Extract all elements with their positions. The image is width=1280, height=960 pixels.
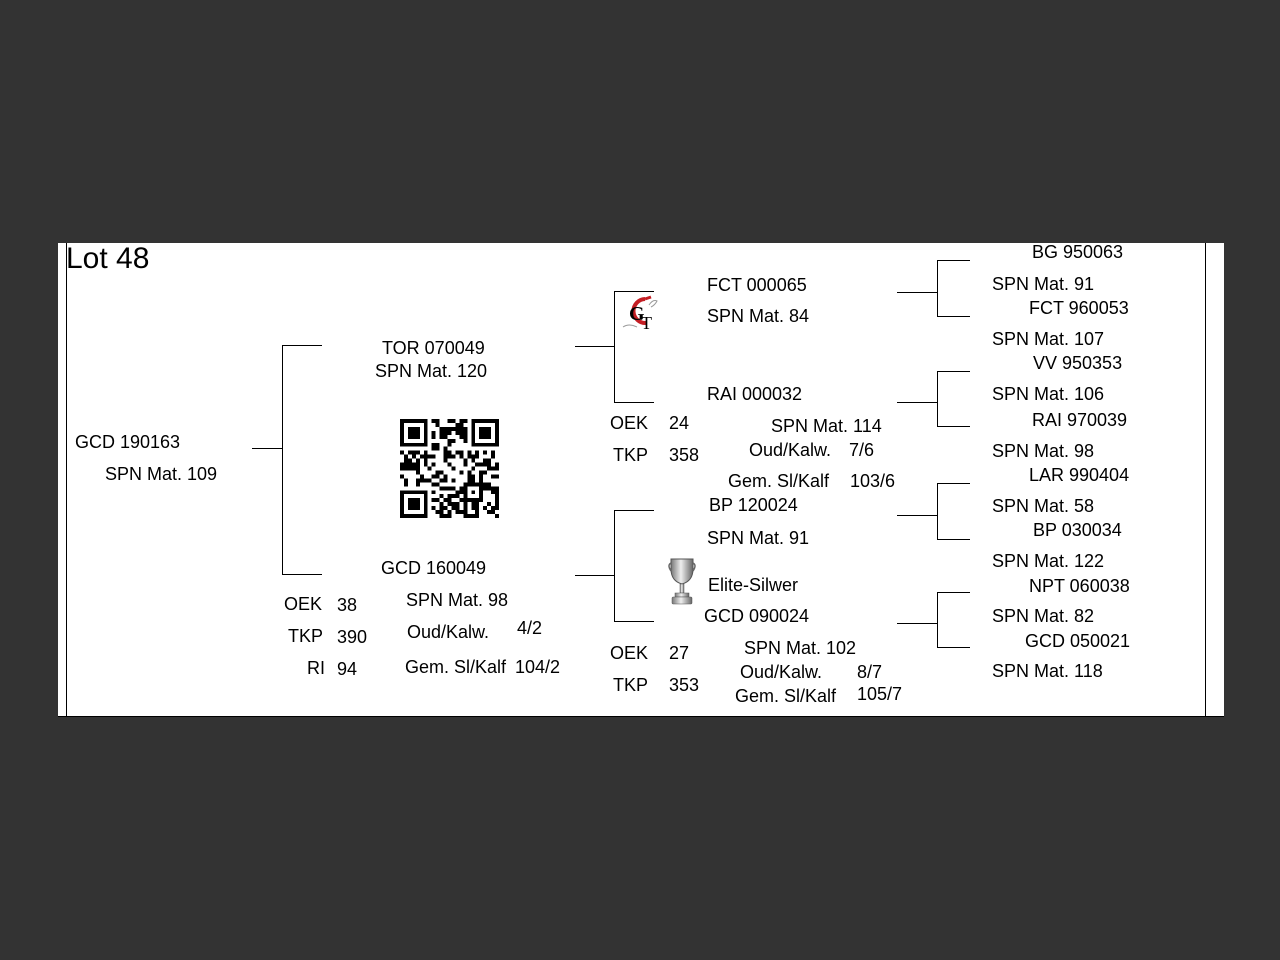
gen3-id: BP 030034 [1033, 520, 1122, 540]
gen3-id: LAR 990404 [1029, 465, 1130, 485]
dam-oek-label: OEK [284, 594, 323, 614]
sire-sire-spn: SPN Mat. 84 [707, 306, 810, 326]
connector-line [282, 345, 322, 346]
dam-sire-spn: SPN Mat. 91 [707, 528, 810, 548]
dam-sire-id: BP 120024 [709, 495, 798, 515]
connector-line [937, 592, 970, 593]
dam-dam-oud-value: 8/7 [857, 662, 883, 682]
connector-line [614, 402, 654, 403]
connector-line [252, 448, 283, 449]
dam-tkp-label: TKP [288, 626, 324, 646]
dam-dam-gem-label: Gem. Sl/Kalf [735, 686, 837, 706]
dam-dam-gem-value: 105/7 [857, 684, 903, 704]
sire-dam-oud-label: Oud/Kalw. [749, 440, 832, 460]
dam-sire-award: Elite-Silwer [708, 575, 799, 595]
dam-gem-value: 104/2 [515, 657, 561, 677]
connector-line [575, 575, 615, 576]
sire-dam-gem-label: Gem. Sl/Kalf [728, 471, 830, 491]
gen3-id: RAI 970039 [1032, 410, 1128, 430]
sire-dam-id: RAI 000032 [707, 384, 803, 404]
sire-spn: SPN Mat. 120 [375, 361, 488, 381]
gen3-spn: SPN Mat. 107 [992, 329, 1105, 349]
connector-line [937, 647, 970, 648]
sire-dam-oud-value: 7/6 [849, 440, 875, 460]
sire-id: TOR 070049 [382, 338, 485, 358]
gen3-spn: SPN Mat. 122 [992, 551, 1105, 571]
lot-title: Lot 48 [66, 243, 150, 275]
connector-line [937, 260, 938, 317]
connector-line [614, 621, 654, 622]
gen3-spn: SPN Mat. 106 [992, 384, 1105, 404]
connector-line [937, 483, 970, 484]
gen3-spn: SPN Mat. 98 [992, 441, 1095, 461]
dam-dam-id: GCD 090024 [704, 606, 810, 626]
dam-spn: SPN Mat. 98 [406, 590, 509, 610]
connector-line [614, 291, 654, 292]
connector-line [937, 592, 938, 648]
gen3-id: VV 950353 [1033, 353, 1123, 373]
sire-dam-tkp-label: TKP [613, 445, 649, 465]
dam-dam-oud-label: Oud/Kalw. [740, 662, 823, 682]
animal-spn: SPN Mat. 109 [105, 464, 218, 484]
sire-dam-oek-label: OEK [610, 413, 649, 433]
connector-line [897, 623, 938, 624]
gen3-spn: SPN Mat. 58 [992, 496, 1095, 516]
sire-dam-spn: SPN Mat. 114 [771, 416, 882, 436]
qr-code-icon [400, 419, 499, 518]
dam-dam-tkp-label: TKP [613, 675, 649, 695]
connector-line [897, 292, 938, 293]
connector-line [937, 426, 970, 427]
trophy-icon [668, 558, 696, 605]
gen3-spn: SPN Mat. 91 [992, 274, 1095, 294]
gen3-id: FCT 960053 [1029, 298, 1129, 318]
right-border-line [1205, 243, 1206, 717]
pedigree-sheet: Lot 48 GCD 190163 SPN Mat. 109 TOR 07004… [58, 243, 1224, 717]
svg-text:T: T [641, 313, 652, 333]
connector-line [614, 291, 615, 403]
dam-tkp-value: 390 [337, 627, 368, 647]
dam-oud-label: Oud/Kalw. [407, 622, 490, 642]
gen3-id: NPT 060038 [1029, 576, 1130, 596]
bottom-border-line [58, 716, 1224, 717]
animal-id: GCD 190163 [75, 432, 181, 452]
sire-dam-oek-value: 24 [669, 413, 690, 433]
sire-sire-id: FCT 000065 [707, 275, 807, 295]
dam-dam-oek-label: OEK [610, 643, 649, 663]
connector-line [937, 371, 938, 427]
dam-ri-value: 94 [337, 659, 358, 679]
dam-id: GCD 160049 [381, 558, 487, 578]
connector-line [614, 510, 615, 622]
gt-logo-icon: G T [622, 295, 658, 333]
connector-line [937, 483, 938, 540]
gen3-spn: SPN Mat. 118 [992, 661, 1103, 681]
dam-oek-value: 38 [337, 595, 358, 615]
gen3-id: GCD 050021 [1025, 631, 1131, 651]
connector-line [897, 515, 938, 516]
sire-dam-tkp-value: 358 [669, 445, 700, 465]
connector-line [897, 402, 938, 403]
svg-text:G: G [629, 303, 645, 325]
connector-line [614, 510, 654, 511]
connector-line [937, 260, 970, 261]
sire-dam-gem-value: 103/6 [850, 471, 896, 491]
dam-gem-label: Gem. Sl/Kalf [405, 657, 507, 677]
connector-line [937, 316, 970, 317]
dam-dam-spn: SPN Mat. 102 [744, 638, 857, 658]
gen3-spn: SPN Mat. 82 [992, 606, 1095, 626]
dam-ri-label: RI [307, 658, 325, 678]
connector-line [575, 346, 615, 347]
dam-oud-value: 4/2 [517, 618, 543, 638]
connector-line [937, 539, 970, 540]
dam-dam-oek-value: 27 [669, 643, 690, 663]
dam-dam-tkp-value: 353 [669, 675, 700, 695]
gen3-id: BG 950063 [1032, 243, 1124, 262]
left-border-line [66, 243, 67, 717]
connector-line [282, 574, 322, 575]
connector-line [937, 371, 970, 372]
connector-line [282, 345, 283, 575]
